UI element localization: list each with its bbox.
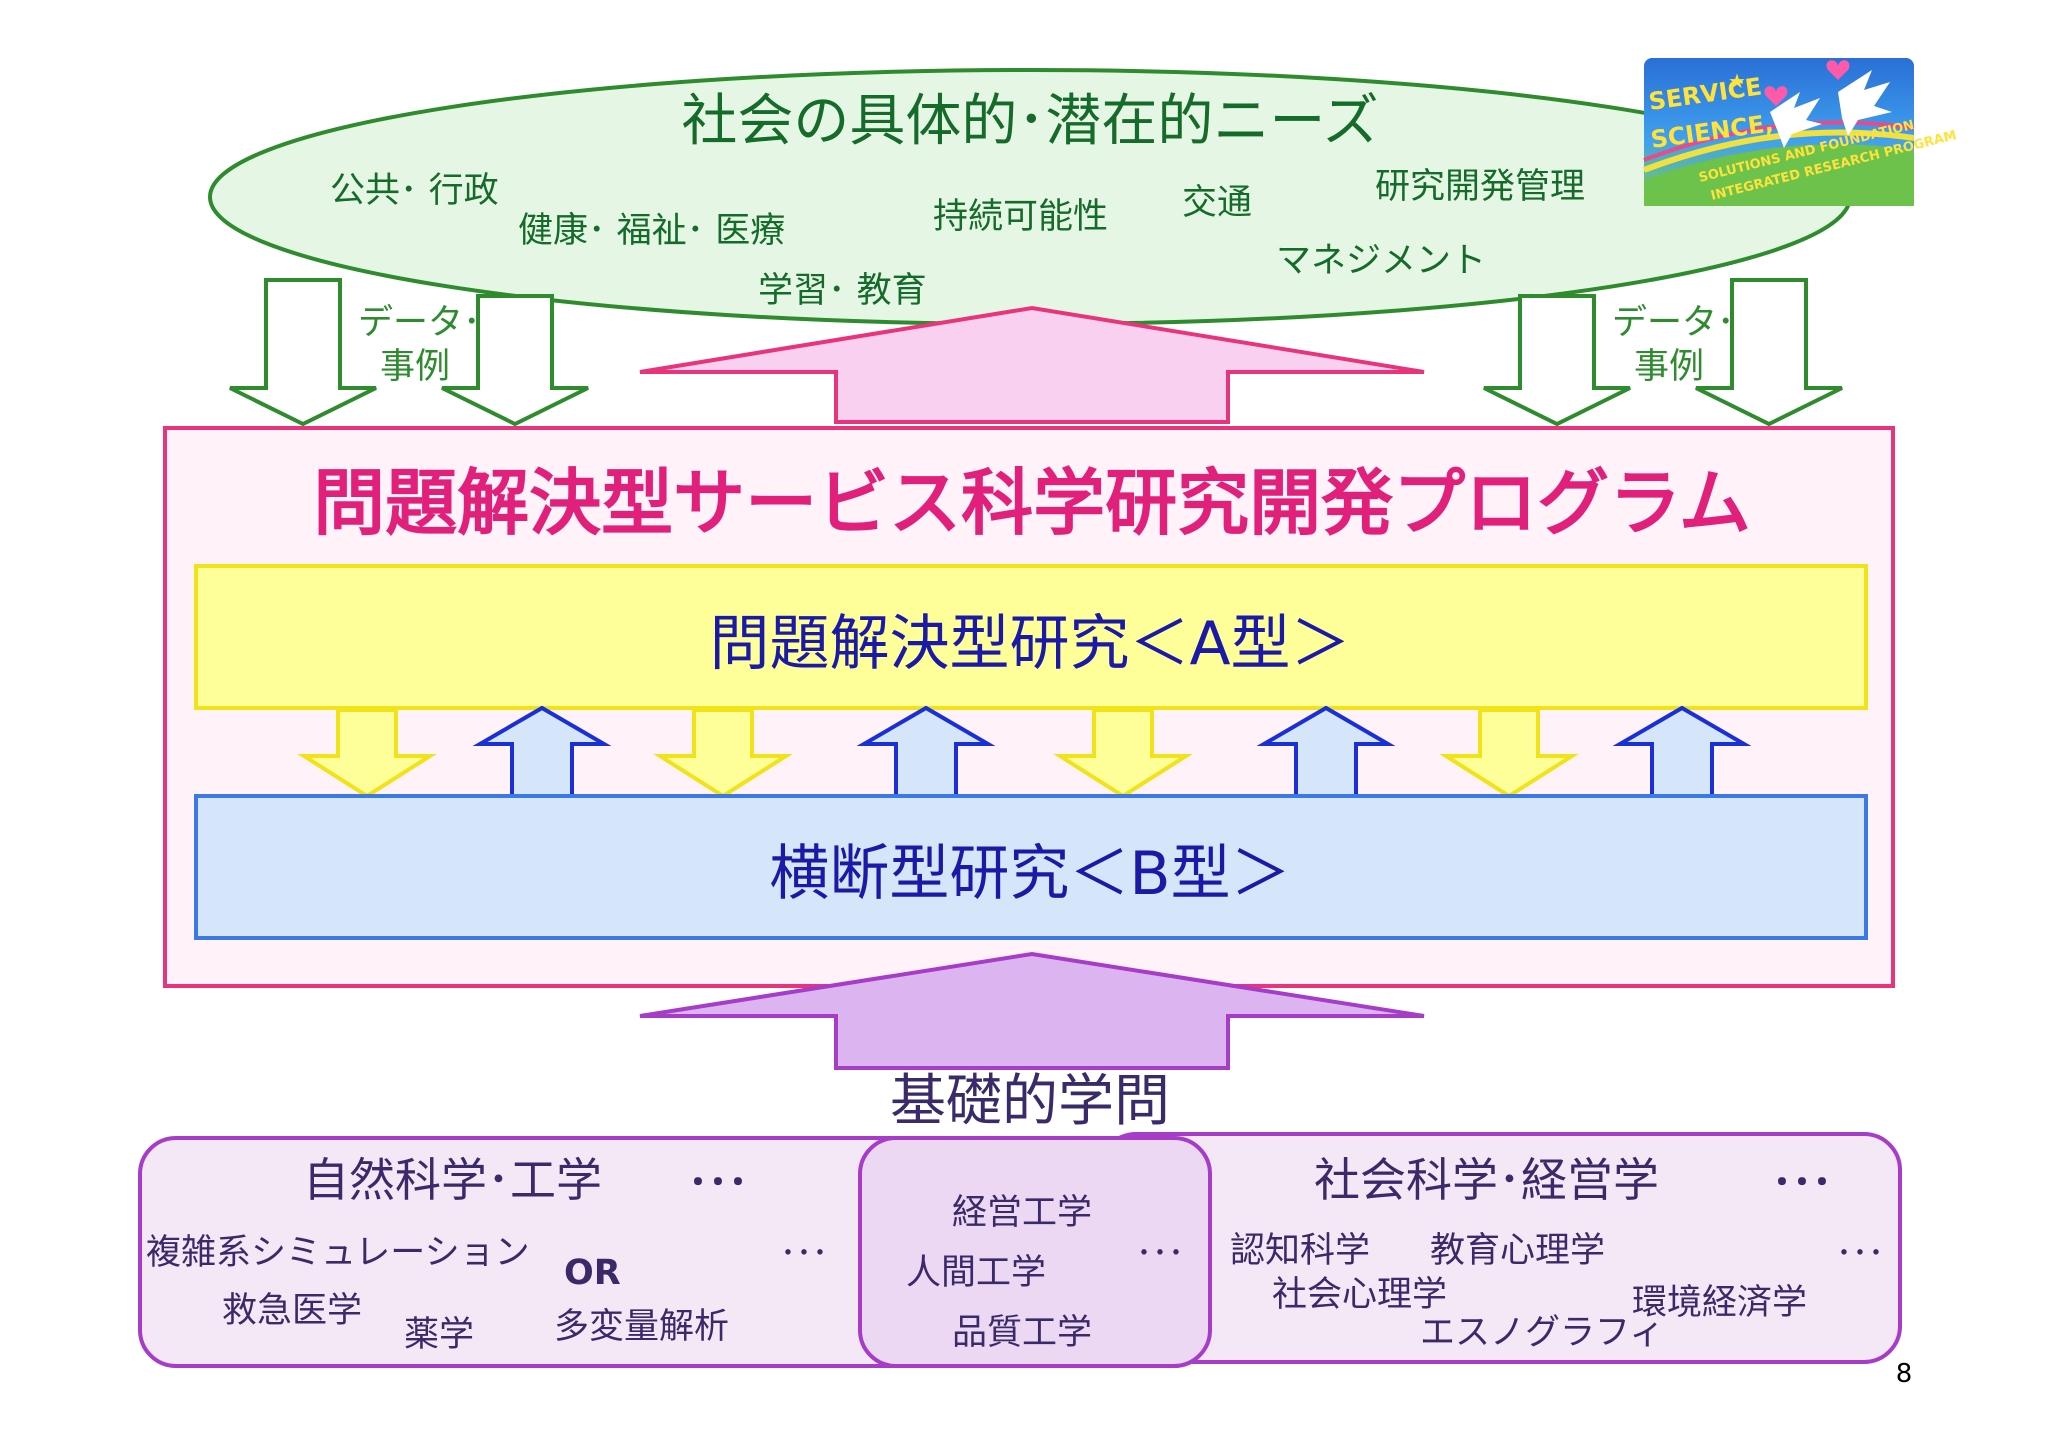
social-item-env-econ: 環境経済学	[1632, 1283, 1807, 1323]
middle-item-quality-eng: 品質工学	[952, 1313, 1092, 1353]
natural-more: ･･･	[780, 1234, 828, 1272]
natural-title-ellipsis: ･･･	[688, 1160, 748, 1206]
needs-item-sustainability: 持続可能性	[933, 197, 1108, 237]
needs-item-health: 健康･ 福祉･ 医療	[518, 211, 785, 251]
social-item-cognitive: 認知科学	[1230, 1231, 1370, 1271]
social-title: 社会科学･経営学	[1314, 1153, 1659, 1207]
data-label-right-line2: 事例	[1634, 347, 1704, 387]
needs-item-public: 公共･ 行政	[330, 171, 499, 211]
heart-icon	[1764, 86, 1788, 106]
data-arrow-left-1	[229, 278, 377, 427]
natural-item-complex: 複雑系シミュレーション	[146, 1233, 530, 1273]
type-a-label: 問題解決型研究＜A型＞	[709, 609, 1350, 679]
service-science-logo: ★ SERVICE SCIENCE, SOLUTIONS AND FOUNDAT…	[1642, 58, 1958, 206]
interdisciplinary-box	[858, 1136, 1212, 1368]
type-a-box	[194, 564, 1868, 710]
needs-item-management: マネジメント	[1276, 241, 1486, 281]
a-to-b-arrow-2	[653, 708, 793, 799]
social-title-ellipsis: ･･･	[1772, 1160, 1832, 1206]
needs-title: 社会の具体的･潜在的ニーズ	[681, 89, 1378, 154]
program-title: 問題解決型サービス科学研究開発プログラム	[313, 461, 1751, 545]
data-arrow-left-2	[441, 294, 589, 427]
b-to-a-arrow-2	[856, 705, 996, 798]
foundation-to-program-arrow	[639, 951, 1425, 1070]
b-to-a-arrow-3	[1256, 705, 1396, 798]
heart-icon-2	[1826, 60, 1850, 80]
natural-title: 自然科学･工学	[303, 1153, 602, 1207]
data-label-left-line1: データ･	[358, 303, 481, 343]
needs-item-transport: 交通	[1182, 183, 1252, 223]
a-to-b-arrow-3	[1053, 708, 1193, 799]
program-to-needs-arrow	[639, 305, 1425, 424]
natural-item-multivariate: 多変量解析	[554, 1307, 729, 1347]
a-to-b-arrow-4	[1439, 708, 1579, 799]
middle-item-human-eng: 人間工学	[906, 1253, 1046, 1293]
foundation-title: 基礎的学問	[890, 1069, 1170, 1134]
b-to-a-arrow-1	[472, 705, 612, 798]
data-label-left-line2: 事例	[380, 347, 450, 387]
data-label-right-line1: データ･	[1612, 303, 1735, 343]
social-item-edu-psych: 教育心理学	[1430, 1231, 1605, 1271]
b-to-a-arrow-4	[1612, 705, 1752, 798]
natural-item-or: OR	[564, 1253, 621, 1293]
a-to-b-arrow-1	[297, 708, 437, 799]
social-item-social-psych: 社会心理学	[1272, 1275, 1447, 1315]
dove-icon-2	[1838, 70, 1892, 136]
needs-item-learning: 学習･ 教育	[758, 271, 927, 311]
needs-item-rnd: 研究開発管理	[1375, 167, 1585, 207]
data-arrow-right-1	[1483, 294, 1631, 427]
social-item-ethnography: エスノグラフィ	[1420, 1313, 1664, 1353]
star-icon: ★	[1728, 69, 1746, 93]
natural-item-pharmacy: 薬学	[404, 1315, 474, 1355]
type-b-box	[194, 794, 1868, 940]
page-number: 8	[1896, 1359, 1913, 1389]
natural-item-emergency: 救急医学	[222, 1291, 362, 1331]
social-more: ･･･	[1836, 1234, 1884, 1272]
dove-icon	[1770, 92, 1822, 148]
data-arrow-right-2	[1695, 278, 1843, 427]
middle-more: ･･･	[1136, 1234, 1184, 1272]
middle-item-mgmt-eng: 経営工学	[952, 1193, 1092, 1233]
type-b-label: 横断型研究＜B型＞	[769, 839, 1290, 909]
